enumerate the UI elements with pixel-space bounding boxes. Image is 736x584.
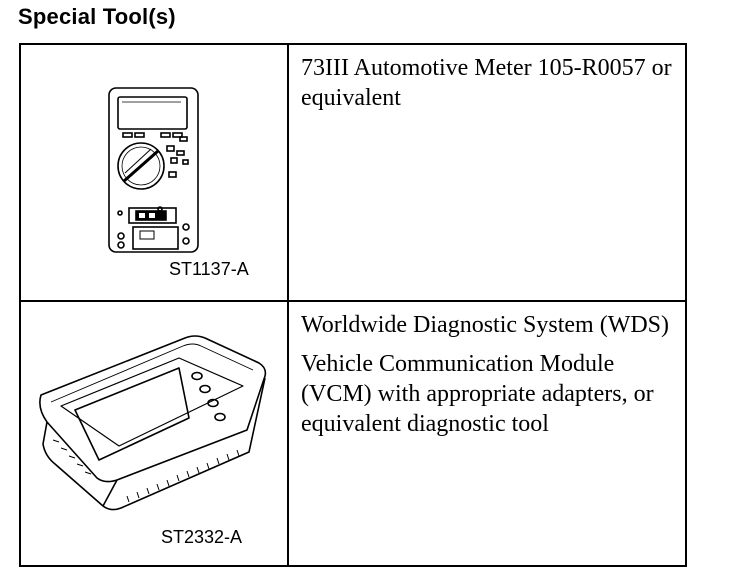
tool-description-cell: 73III Automotive Meter 105-R0057 or equi… — [289, 45, 685, 300]
section-heading: Special Tool(s) — [18, 4, 176, 29]
tool-illustration-cell: ST1137-A — [21, 45, 289, 300]
tool-illustration-cell: ST2332-A — [21, 302, 289, 565]
special-tools-table: ST1137-A 73III Automotive Meter 105-R005… — [19, 43, 687, 567]
diagnostic-tool-icon — [39, 335, 267, 511]
tool-description: Worldwide Diagnostic System (WDS) — [301, 312, 670, 338]
tool-description: 73III Automotive Meter 105-R0057 or equi… — [301, 55, 672, 111]
tool-description-cell: Worldwide Diagnostic System (WDS) Vehicl… — [289, 302, 685, 565]
tool-description: Vehicle Communication Module (VCM) with … — [301, 351, 654, 437]
multimeter-icon — [108, 87, 199, 253]
tool-row: ST2332-A Worldwide Diagnostic System (WD… — [21, 302, 685, 565]
tool-code-label: ST1137-A — [169, 259, 249, 279]
tool-code-label: ST2332-A — [161, 527, 243, 547]
tool-row: ST1137-A 73III Automotive Meter 105-R005… — [21, 45, 685, 302]
